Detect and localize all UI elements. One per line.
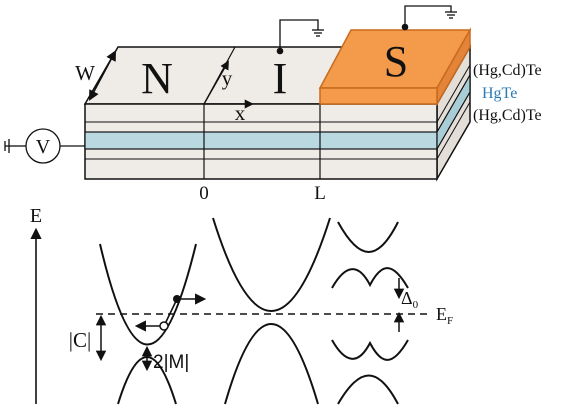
- andreev-process: [134, 293, 207, 332]
- superconductor-ground-wire: [404, 5, 452, 27]
- fermi-level-label: EF: [436, 304, 453, 327]
- label-w: W: [75, 61, 95, 85]
- m-label: 2|M|: [153, 352, 189, 373]
- voltmeter-circuit: [4, 128, 85, 164]
- s-upper-band-2: [331, 267, 409, 289]
- label-l: L: [314, 183, 326, 204]
- energy-axis-label: E: [30, 205, 42, 227]
- y-axis-arrow: [203, 60, 229, 105]
- gap-label-sub: 0: [413, 299, 419, 311]
- i-valence-band: [224, 323, 319, 405]
- gap-label: Δ0: [401, 288, 419, 311]
- i-conduction-band: [212, 217, 331, 312]
- s-lower-band-1: [331, 339, 409, 361]
- hole-circle: [159, 321, 169, 331]
- fermi-level-main: E: [436, 304, 447, 324]
- label-s: S: [384, 37, 408, 86]
- electron-to-hole-link: [163, 298, 178, 327]
- ground-icon-superconductor: [445, 11, 457, 19]
- label-zero: 0: [199, 183, 209, 204]
- ground-icon-insulator: [312, 29, 324, 37]
- band-diagram: [30, 217, 432, 405]
- superconductor-front: [319, 87, 438, 105]
- layer-label-hgte: HgTe: [482, 85, 517, 102]
- s-upper-band-1: [337, 221, 399, 253]
- s-lower-band-2: [337, 374, 399, 405]
- layer-label-bottom: (Hg,Cd)Te: [473, 107, 542, 124]
- layer-label-top: (Hg,Cd)Te: [473, 62, 542, 79]
- hgte-layer-front: [84, 131, 438, 150]
- electron-dot: [173, 295, 181, 303]
- hgte-layer-side: [436, 72, 471, 152]
- label-i: I: [273, 54, 288, 103]
- fermi-level-sub: F: [447, 315, 453, 327]
- label-n: N: [141, 54, 173, 103]
- layer-line-side-2: [436, 101, 471, 160]
- gap-label-main: Δ: [401, 288, 413, 308]
- device-block: [4, 5, 472, 182]
- voltmeter-label: V: [36, 136, 51, 158]
- width-arrow: [89, 50, 116, 101]
- insulator-ground-wire: [279, 19, 319, 51]
- n-conduction-band: [99, 243, 197, 346]
- label-axis-y: y: [222, 66, 233, 90]
- c-label: |C|: [69, 328, 91, 352]
- label-axis-x: x: [235, 101, 246, 125]
- layer-line-side: [436, 64, 471, 123]
